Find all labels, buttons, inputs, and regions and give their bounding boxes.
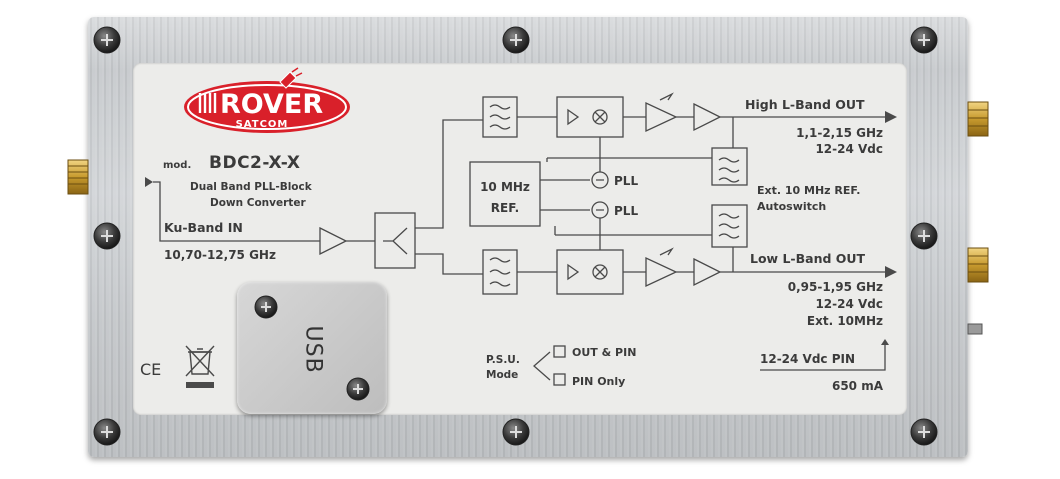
model-desc-2: Down Converter bbox=[210, 197, 306, 209]
screw-icon bbox=[910, 418, 938, 446]
model-name: BDC2-X-X bbox=[209, 153, 301, 173]
screw-icon bbox=[93, 222, 121, 250]
psu-line-2: Mode bbox=[486, 369, 518, 381]
model-desc-1: Dual Band PLL-Block bbox=[190, 181, 313, 193]
high-out-arrow-icon bbox=[885, 111, 897, 123]
pll-label-1: PLL bbox=[614, 174, 638, 188]
psu-option-1-checkbox[interactable] bbox=[553, 345, 566, 358]
screw-icon bbox=[502, 26, 530, 54]
screw-icon bbox=[502, 418, 530, 446]
ext-ref-line-2: Autoswitch bbox=[757, 200, 826, 213]
screw-icon bbox=[346, 377, 370, 401]
input-arrow-icon bbox=[145, 177, 153, 187]
screw-icon bbox=[254, 295, 278, 319]
psu-bracket bbox=[533, 351, 551, 381]
psu-option-2-checkbox[interactable] bbox=[553, 373, 566, 386]
pin-arrow-icon bbox=[881, 339, 889, 345]
ref-line-2: REF. bbox=[491, 201, 519, 215]
ext-ref-line-1: Ext. 10 MHz REF. bbox=[757, 184, 860, 197]
model-prefix: mod. bbox=[163, 160, 191, 171]
ref-line-1: 10 MHz bbox=[480, 180, 530, 194]
input-range: 10,70-12,75 GHz bbox=[164, 248, 276, 262]
left-rf-connector bbox=[67, 159, 89, 195]
weee-bar bbox=[186, 382, 214, 388]
screw-icon bbox=[910, 222, 938, 250]
low-out-label: Low L-Band OUT bbox=[750, 251, 866, 266]
power-pin-connector bbox=[967, 323, 983, 335]
pin-current: 650 mA bbox=[832, 379, 884, 393]
screw-icon bbox=[93, 418, 121, 446]
high-out-voltage: 12-24 Vdc bbox=[815, 142, 883, 156]
high-out-range: 1,1-2,15 GHz bbox=[796, 126, 883, 140]
psu-option-1-label: OUT & PIN bbox=[572, 346, 636, 359]
weee-bin-icon bbox=[185, 345, 215, 377]
right-rf-connector-high bbox=[967, 101, 989, 137]
pll-label-2: PLL bbox=[614, 204, 638, 218]
low-out-voltage: 12-24 Vdc bbox=[815, 297, 883, 311]
block-diagram bbox=[153, 92, 885, 295]
psu-option-2-label: PIN Only bbox=[572, 375, 625, 388]
right-rf-connector-low bbox=[967, 247, 989, 283]
usb-label: USB bbox=[300, 325, 326, 374]
rover-satcom-logo: ROVER SATCOM bbox=[184, 67, 350, 133]
brand-name: ROVER bbox=[220, 89, 323, 120]
low-out-arrow-icon bbox=[885, 266, 897, 278]
screw-icon bbox=[910, 26, 938, 54]
high-out-label: High L-Band OUT bbox=[745, 97, 865, 112]
screw-icon bbox=[93, 26, 121, 54]
pin-line bbox=[760, 345, 886, 371]
brand-sub: SATCOM bbox=[236, 119, 289, 130]
low-out-range: 0,95-1,95 GHz bbox=[788, 280, 883, 294]
input-label: Ku-Band IN bbox=[164, 220, 243, 235]
ce-mark: CE bbox=[140, 360, 161, 379]
low-out-ext: Ext. 10MHz bbox=[807, 314, 883, 328]
psu-line-1: P.S.U. bbox=[486, 354, 520, 366]
pin-label: 12-24 Vdc PIN bbox=[760, 352, 855, 366]
